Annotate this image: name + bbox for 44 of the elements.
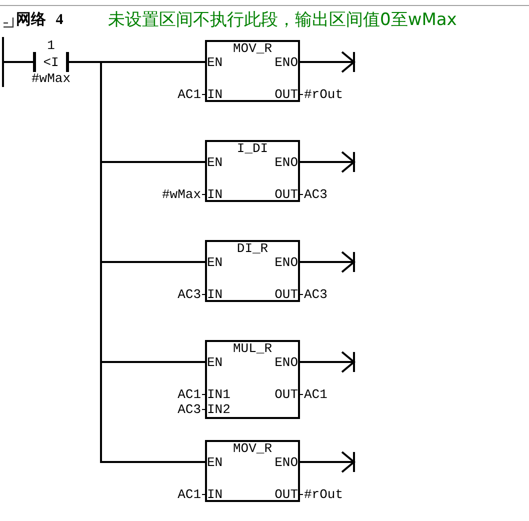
pin-label: EN <box>207 356 223 369</box>
pin-label: ENO <box>274 356 298 369</box>
wire <box>69 61 205 463</box>
pin-label: OUT <box>274 388 298 401</box>
pin-label: OUT <box>274 188 298 201</box>
operand-label: #rOut <box>304 88 344 101</box>
pin-label: ENO <box>274 256 298 269</box>
operand-label: #rOut <box>304 488 344 501</box>
network-title: 网络 4 <box>16 11 64 29</box>
pin-label: EN <box>207 456 223 469</box>
operand-label: AC1 <box>304 388 328 401</box>
block-title: MOV_R <box>233 442 272 455</box>
pin-label: IN <box>207 488 223 501</box>
wire <box>4 61 33 63</box>
operand-label: AC1 <box>178 88 201 101</box>
pin-label: OUT <box>274 88 298 101</box>
operand-label: AC3 <box>178 288 201 301</box>
pin-label: IN <box>207 88 223 101</box>
pin-label: ENO <box>274 56 298 69</box>
contact-label: <I <box>43 56 59 68</box>
block-title: DI_R <box>236 242 268 255</box>
pin-label: IN <box>207 288 223 301</box>
block-title: MOV_R <box>233 42 272 55</box>
operand-label: #wMax <box>162 188 201 201</box>
pin-label: IN2 <box>207 403 230 416</box>
block-title: I_DI <box>236 142 268 155</box>
pin-label: IN1 <box>207 388 230 401</box>
block-title: MUL_R <box>233 342 272 355</box>
pin-label: EN <box>207 156 223 169</box>
pin-label: ENO <box>274 456 298 469</box>
comment-text: 未设置区间不执行此段，输出区间值0至wMax <box>108 10 457 30</box>
pin-label: ENO <box>274 156 298 169</box>
operand-label: #wMax <box>32 72 70 85</box>
operand-label: AC3 <box>304 288 328 301</box>
operand-label: AC3 <box>304 188 328 201</box>
operand-label: AC1 <box>178 388 201 401</box>
pin-label: OUT <box>274 288 298 301</box>
pin-label: EN <box>207 56 223 69</box>
operand-label: AC1 <box>178 488 201 501</box>
pin-label: EN <box>207 256 223 269</box>
operand-label: 1 <box>47 39 55 52</box>
operand-label: AC3 <box>178 403 201 416</box>
pin-label: OUT <box>274 488 298 501</box>
pin-label: IN <box>207 188 223 201</box>
